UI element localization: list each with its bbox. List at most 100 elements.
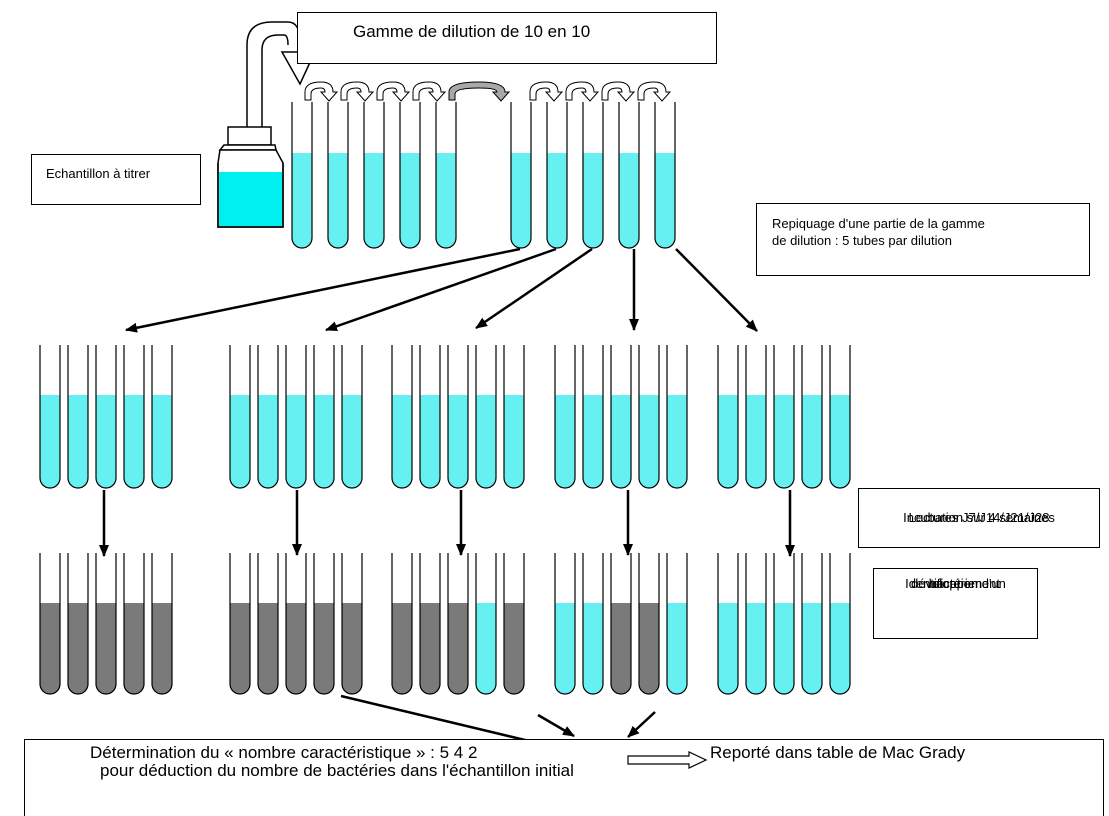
tube-icon — [291, 102, 313, 249]
bottle-icon — [217, 126, 284, 228]
dilution-series-tubes — [291, 102, 676, 249]
tube-icon — [801, 553, 823, 695]
curved-arrow-icon — [637, 81, 672, 102]
tube-icon — [285, 345, 307, 489]
tube-icon — [151, 553, 173, 695]
tube-icon — [610, 345, 632, 489]
curved-arrow-icon — [376, 81, 411, 102]
tube-icon — [475, 553, 497, 695]
tube-icon — [285, 553, 307, 695]
tube-icon — [503, 553, 525, 695]
tube-icon — [39, 553, 61, 695]
tube-icon — [67, 553, 89, 695]
repiquage-line2: de dilution : 5 tubes par dilution — [772, 233, 952, 248]
tube-icon — [554, 553, 576, 695]
identification-line3: bactérien — [928, 576, 983, 591]
tube-icon — [618, 102, 640, 249]
tube-icon — [341, 553, 363, 695]
sample-label: Echantillon à titrer — [46, 166, 151, 181]
identification-line2: développement — [911, 576, 1000, 591]
tube-icon — [666, 345, 688, 489]
tube-icon — [801, 345, 823, 489]
tube-icon — [610, 553, 632, 695]
dilution-title-box: Gamme de dilution de 10 en 10 — [297, 12, 717, 64]
tube-icon — [399, 102, 421, 249]
tube-icon — [582, 553, 604, 695]
result-reported: Reporté dans table de Mac Grady — [710, 743, 966, 762]
incubation-box: Incubation sur 4 semaines Lectures J7/J1… — [858, 488, 1100, 548]
tube-icon — [313, 553, 335, 695]
tube-icon — [447, 345, 469, 489]
tube-icon — [391, 553, 413, 695]
dilution-transfer-arrows — [304, 81, 672, 102]
result-line1: Détermination du « nombre caractéristiqu… — [90, 743, 478, 762]
curved-arrow-icon — [340, 81, 375, 102]
curved-arrow-icon — [565, 81, 600, 102]
identification-line1: Identification d'un — [905, 576, 1006, 591]
tube-icon — [745, 345, 767, 489]
arrow-icon — [627, 711, 656, 738]
tube-icon — [257, 553, 279, 695]
curved-arrow-icon — [304, 81, 339, 102]
tube-icon — [638, 553, 660, 695]
tube-icon — [638, 345, 660, 489]
tube-icon — [313, 345, 335, 489]
curved-arrow-icon — [412, 81, 447, 102]
incubation-line2: Lectures J7/J14/J21/J28 — [908, 510, 1050, 525]
tube-icon — [363, 102, 385, 249]
tube-icon — [229, 553, 251, 695]
tube-icon — [510, 102, 532, 249]
tube-icon — [773, 345, 795, 489]
tube-icon — [654, 102, 676, 249]
tube-icon — [503, 345, 525, 489]
tube-icon — [257, 345, 279, 489]
tube-icon — [666, 553, 688, 695]
tube-icon — [717, 345, 739, 489]
tube-icon — [745, 553, 767, 695]
arrow-icon — [325, 247, 557, 332]
incubation-line1: Incubation sur 4 semaines — [903, 510, 1055, 525]
transfer-arrows — [99, 247, 795, 755]
tube-icon — [95, 553, 117, 695]
tube-icon — [95, 345, 117, 489]
repiquage-line1: Repiquage d'une partie de la gamme — [772, 216, 985, 231]
curved-arrow-icon — [529, 81, 564, 102]
arrow-icon — [125, 247, 521, 333]
result-box: Détermination du « nombre caractéristiqu… — [24, 739, 1104, 816]
tube-icon — [67, 345, 89, 489]
result-line2: pour déduction du nombre de bactéries da… — [100, 761, 574, 780]
tube-icon — [447, 553, 469, 695]
tube-icon — [391, 345, 413, 489]
repiquage-box: Repiquage d'une partie de la gamme de di… — [756, 203, 1090, 276]
tube-icon — [773, 553, 795, 695]
tube-icon — [419, 553, 441, 695]
tube-icon — [582, 102, 604, 249]
arrow-icon — [675, 248, 758, 332]
tube-icon — [39, 345, 61, 489]
tube-icon — [435, 102, 457, 249]
identification-box: Identification d'un développement bactér… — [873, 568, 1038, 639]
tube-icon — [582, 345, 604, 489]
curved-arrow-icon — [601, 81, 636, 102]
tube-icon — [229, 345, 251, 489]
tube-icon — [341, 345, 363, 489]
tube-icon — [554, 345, 576, 489]
tube-icon — [546, 102, 568, 249]
subculture-tubes-before-incubation — [39, 345, 851, 489]
tube-icon — [829, 345, 851, 489]
tube-icon — [717, 553, 739, 695]
sample-label-box: Echantillon à titrer — [31, 154, 201, 205]
tube-icon — [123, 553, 145, 695]
arrow-icon — [475, 247, 593, 330]
subculture-tubes-after-incubation — [39, 553, 851, 695]
dilution-title: Gamme de dilution de 10 en 10 — [353, 22, 591, 41]
curved-arrow-icon — [448, 81, 511, 102]
tube-icon — [829, 553, 851, 695]
arrow-icon — [537, 713, 575, 738]
tube-icon — [151, 345, 173, 489]
tube-icon — [419, 345, 441, 489]
tube-icon — [327, 102, 349, 249]
tube-icon — [123, 345, 145, 489]
tube-icon — [475, 345, 497, 489]
